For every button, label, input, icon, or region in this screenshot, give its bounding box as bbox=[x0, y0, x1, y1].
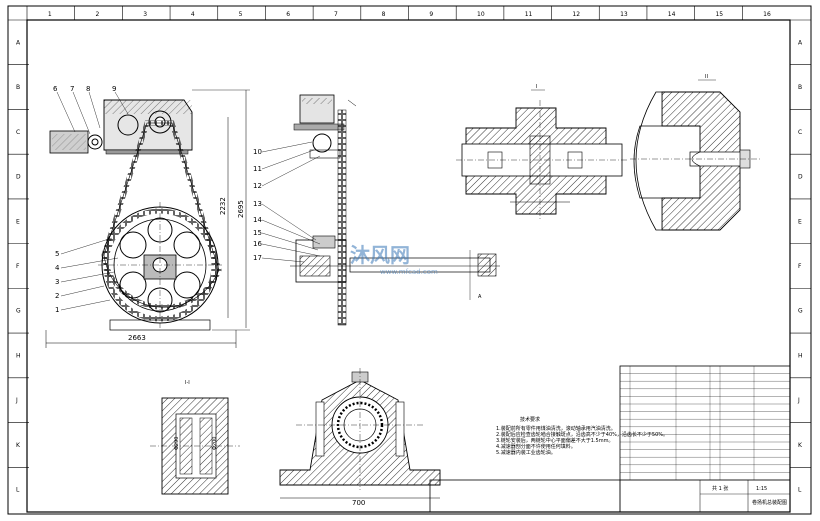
side-view: A 10 11 12 13 14 15 16 17 bbox=[253, 94, 500, 326]
part-label-9: 9 bbox=[112, 85, 116, 93]
column-marker: 2 bbox=[96, 11, 100, 18]
row-marker: A bbox=[16, 39, 21, 46]
part-label-11: 11 bbox=[253, 165, 262, 173]
part-label-8: 8 bbox=[86, 85, 90, 93]
row-marker: F bbox=[798, 263, 802, 270]
svg-text:I-I: I-I bbox=[185, 380, 190, 386]
row-marker: F bbox=[16, 263, 20, 270]
note-5: 5.减速器内装工业齿轮油。 bbox=[496, 449, 556, 456]
drawing-scale: 1:15 bbox=[756, 486, 767, 492]
row-marker: J bbox=[15, 397, 18, 404]
row-marker: H bbox=[16, 352, 21, 359]
row-marker: E bbox=[798, 218, 802, 225]
column-marker: 1 bbox=[48, 11, 52, 18]
dim-dia-1: Φ290 bbox=[174, 437, 180, 450]
dim-height-total: 2695 bbox=[237, 200, 245, 218]
shaft-section: Φ290 Φ200 I-I bbox=[150, 380, 240, 495]
technical-notes: 技术要求 1.装配前所有零件用煤油清洗，滚动轴承用汽油清洗。 2.装配后应检查齿… bbox=[496, 416, 668, 456]
part-label-4: 4 bbox=[55, 264, 60, 272]
row-marker: J bbox=[797, 397, 800, 404]
row-marker: L bbox=[798, 487, 802, 494]
column-marker: 6 bbox=[286, 11, 290, 18]
notes-title: 技术要求 bbox=[520, 416, 540, 423]
svg-text:www.mfcad.com: www.mfcad.com bbox=[380, 268, 438, 276]
row-marker: L bbox=[16, 487, 20, 494]
column-marker: 16 bbox=[763, 11, 771, 18]
column-marker: 3 bbox=[143, 11, 147, 18]
row-marker: D bbox=[798, 174, 803, 181]
row-marker: A bbox=[798, 39, 803, 46]
row-marker: C bbox=[798, 129, 802, 136]
outer-frame bbox=[7, 5, 812, 515]
part-label-15: 15 bbox=[253, 229, 262, 237]
column-marker: 15 bbox=[715, 11, 723, 18]
column-marker: 12 bbox=[572, 11, 580, 18]
row-marker: G bbox=[798, 308, 803, 315]
svg-text:I: I bbox=[536, 84, 537, 90]
part-label-6: 6 bbox=[53, 85, 58, 93]
part-label-14: 14 bbox=[253, 216, 262, 224]
bearing-block: 700 bbox=[279, 368, 441, 507]
note-1: 1.装配前所有零件用煤油清洗，滚动轴承用汽油清洗。 bbox=[496, 425, 616, 432]
part-label-5: 5 bbox=[55, 250, 59, 258]
drawing-sheet-count: 共 1 张 bbox=[712, 485, 728, 492]
column-marker: 7 bbox=[334, 11, 338, 18]
row-marker: G bbox=[16, 308, 21, 315]
part-label-3: 3 bbox=[55, 278, 59, 286]
row-marker: B bbox=[798, 84, 802, 91]
svg-text:沐风网: 沐风网 bbox=[350, 243, 410, 267]
column-marker: 13 bbox=[620, 11, 628, 18]
part-label-2: 2 bbox=[55, 292, 59, 300]
part-label-17: 17 bbox=[253, 254, 262, 262]
part-label-1: 1 bbox=[55, 306, 59, 314]
front-view: 2663 2232 2695 6 7 8 9 5 4 3 2 1 bbox=[45, 85, 250, 348]
row-marker: B bbox=[16, 84, 20, 91]
row-marker: C bbox=[16, 129, 20, 136]
row-marker: K bbox=[16, 442, 21, 449]
column-marker: 8 bbox=[382, 11, 386, 18]
column-marker: 11 bbox=[525, 11, 533, 18]
dim-height-upper: 2232 bbox=[219, 197, 227, 215]
title-block: 卷扬机总装配图 1:15 共 1 张 bbox=[429, 479, 791, 513]
column-marker: 4 bbox=[191, 11, 195, 18]
note-2: 2.装配后应检查齿轮啮合接触斑点，沿齿高不少于40%，沿齿长不少于50%。 bbox=[496, 431, 668, 438]
column-marker: 9 bbox=[429, 11, 433, 18]
row-marker: E bbox=[16, 218, 20, 225]
row-markers-right: A B C D E F G H J K L bbox=[790, 19, 811, 494]
dim-bearing-width: 700 bbox=[352, 499, 365, 507]
svg-text:II: II bbox=[705, 74, 708, 80]
column-marker: 10 bbox=[477, 11, 485, 18]
row-marker: D bbox=[16, 174, 21, 181]
watermark: 沐风网 www.mfcad.com bbox=[350, 243, 438, 276]
column-marker: 14 bbox=[668, 11, 676, 18]
part-label-13: 13 bbox=[253, 200, 262, 208]
dim-dia-2: Φ200 bbox=[212, 437, 218, 450]
row-markers-left: A B C D E F G H J K L bbox=[8, 19, 29, 494]
row-marker: H bbox=[798, 352, 803, 359]
part-label-16: 16 bbox=[253, 240, 262, 248]
part-label-7: 7 bbox=[70, 85, 74, 93]
detail-ii-section: II bbox=[630, 74, 760, 231]
side-chain bbox=[337, 109, 347, 326]
coupling-section: I bbox=[456, 84, 628, 220]
part-label-10: 10 bbox=[253, 148, 262, 156]
drawing-name: 卷扬机总装配图 bbox=[752, 499, 787, 506]
part-label-12: 12 bbox=[253, 182, 262, 190]
note-4: 4.减速器剖分面不许使用任何填料。 bbox=[496, 443, 576, 450]
svg-text:A: A bbox=[478, 294, 482, 300]
row-marker: K bbox=[798, 442, 803, 449]
note-3: 3.链轮安装后，两链轮中心平面偏差不大于1.5mm。 bbox=[496, 437, 613, 444]
dim-width-base: 2663 bbox=[128, 334, 146, 342]
column-marker: 5 bbox=[239, 11, 243, 18]
